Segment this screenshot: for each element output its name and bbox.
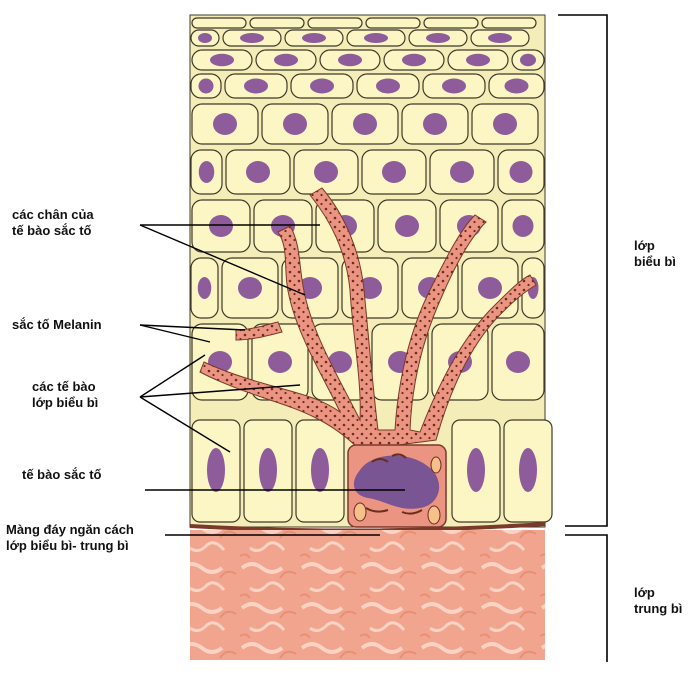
- cell-nucleus: [314, 161, 338, 183]
- cell-nucleus: [506, 351, 530, 373]
- leader-feet-2: [139, 224, 306, 296]
- cell-nucleus: [310, 78, 334, 94]
- cell-nucleus: [382, 161, 406, 183]
- cell-nucleus: [509, 161, 533, 183]
- leader-cells-3: [139, 396, 231, 453]
- cell-nucleus: [442, 78, 466, 94]
- cell-nucleus: [376, 78, 400, 94]
- cell-nucleus: [493, 113, 517, 135]
- epidermal-cells: [190, 17, 553, 523]
- label-melanocyte: tế bào sắc tố: [22, 467, 102, 482]
- cell-nucleus: [338, 53, 362, 67]
- epidermal-cell: [191, 17, 247, 29]
- leader-cells-2: [139, 384, 301, 398]
- cell-nucleus: [395, 215, 419, 237]
- label-epidermal-cells: các tế bào lớp biểu bì: [32, 379, 99, 410]
- cell-nucleus: [519, 448, 537, 492]
- cell-nucleus: [426, 33, 450, 43]
- cell-nucleus: [311, 448, 329, 492]
- cell-nucleus: [353, 113, 377, 135]
- cell-nucleus: [423, 113, 447, 135]
- cell-nucleus: [283, 113, 307, 135]
- cell-nucleus: [466, 53, 490, 67]
- cell-nucleus: [478, 277, 502, 299]
- melanocyte-cell: [347, 444, 447, 528]
- leader-lines: [139, 224, 405, 536]
- cell-nucleus: [198, 78, 214, 94]
- cell-nucleus: [207, 448, 225, 492]
- cell-nucleus: [246, 161, 270, 183]
- epidermis-bracket: [558, 14, 608, 527]
- cell-nucleus: [488, 33, 512, 43]
- cell-nucleus: [198, 33, 212, 43]
- epidermal-cell: [365, 17, 421, 29]
- cell-nucleus: [512, 215, 534, 237]
- cell-nucleus: [302, 33, 326, 43]
- cell-nucleus: [209, 215, 233, 237]
- cell-nucleus: [197, 277, 212, 299]
- cell-nucleus: [213, 113, 237, 135]
- cell-nucleus: [450, 161, 474, 183]
- cell-nucleus: [198, 161, 215, 183]
- label-pigment-feet: các chân của tế bào sắc tố: [12, 207, 94, 238]
- cell-nucleus: [520, 53, 536, 67]
- cell-nucleus: [244, 78, 268, 94]
- dermis-region: [190, 530, 545, 660]
- epidermal-cell: [307, 17, 363, 29]
- cell-nucleus: [328, 351, 352, 373]
- cell-nucleus: [364, 33, 388, 43]
- epidermal-cell: [249, 17, 305, 29]
- leader-cells-1: [139, 354, 206, 398]
- leader-melanin-2: [139, 324, 211, 343]
- cell-nucleus: [259, 448, 277, 492]
- label-basement-membrane: Màng đáy ngăn cách lớp biểu bì- trung bì: [6, 522, 134, 553]
- dermis-bracket: [565, 534, 608, 662]
- melanocyte-dendrites: [199, 187, 537, 451]
- cell-nucleus: [238, 277, 262, 299]
- cell-nucleus: [274, 53, 298, 67]
- cell-nucleus: [402, 53, 426, 67]
- label-epidermis-layer: lớp biểu bì: [634, 238, 676, 269]
- leader-melanin-1: [139, 324, 246, 331]
- cell-nucleus: [210, 53, 234, 67]
- epidermal-cell: [423, 17, 479, 29]
- label-melanin: sắc tố Melanin: [12, 317, 102, 332]
- cell-nucleus: [240, 33, 264, 43]
- cell-nucleus: [467, 448, 485, 492]
- cell-nucleus: [268, 351, 292, 373]
- layer-brackets: [558, 14, 608, 662]
- cell-nucleus: [504, 78, 529, 94]
- epidermal-cell: [481, 17, 537, 29]
- label-dermis-layer: lớp trung bì: [634, 585, 683, 616]
